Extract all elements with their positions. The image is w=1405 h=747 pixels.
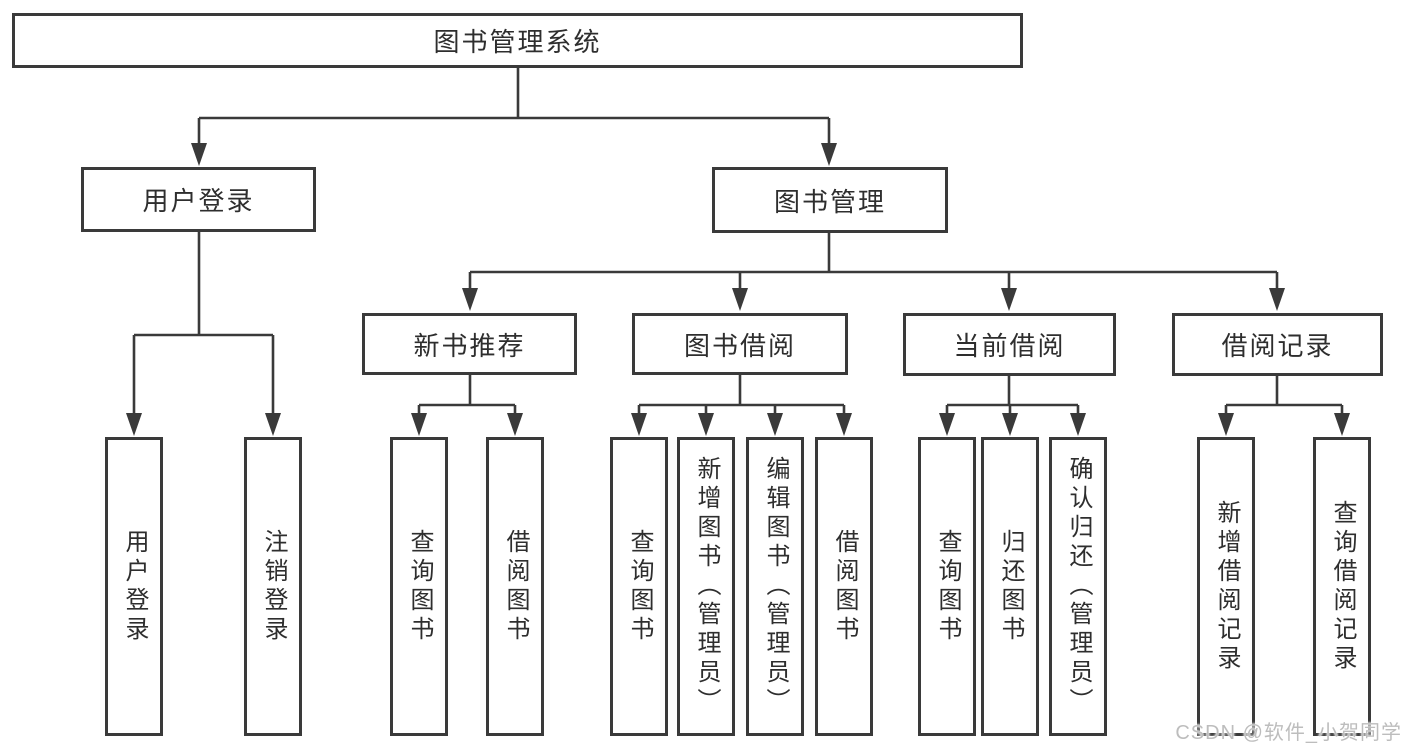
leaf-confirm-return-admin: 确认归还（管理员） xyxy=(1049,437,1107,736)
leaf-current-query-books: 查询图书 xyxy=(918,437,976,736)
leaf-add-borrow-record: 新增借阅记录 xyxy=(1197,437,1255,736)
node-new-book-recommend: 新书推荐 xyxy=(362,313,577,375)
leaf-recommend-query-books: 查询图书 xyxy=(390,437,448,736)
node-current-borrow: 当前借阅 xyxy=(903,313,1116,376)
leaf-recommend-borrow-books: 借阅图书 xyxy=(486,437,544,736)
connector-recommend-to-leaves xyxy=(411,375,523,436)
connector-current-to-leaves xyxy=(939,376,1086,436)
leaf-query-borrow-record: 查询借阅记录 xyxy=(1313,437,1371,736)
connector-root-to-level1 xyxy=(191,68,837,166)
leaf-user-login: 用户登录 xyxy=(105,437,163,736)
leaf-borrow-query-books: 查询图书 xyxy=(610,437,668,736)
csdn-watermark: CSDN @软件_小贺同学 xyxy=(1175,722,1402,744)
leaf-edit-book-admin: 编辑图书（管理员） xyxy=(746,437,804,736)
leaf-return-book: 归还图书 xyxy=(981,437,1039,736)
connector-login-to-leaves xyxy=(126,232,281,436)
connector-borrow-to-leaves xyxy=(631,375,852,436)
node-book-borrow: 图书借阅 xyxy=(632,313,848,375)
connector-manage-to-level2 xyxy=(462,233,1285,311)
connector-records-to-leaves xyxy=(1218,376,1350,436)
node-book-manage: 图书管理 xyxy=(712,167,948,233)
node-user-login: 用户登录 xyxy=(81,167,316,232)
node-borrow-records: 借阅记录 xyxy=(1172,313,1383,376)
leaf-borrow-books: 借阅图书 xyxy=(815,437,873,736)
leaf-add-book-admin: 新增图书（管理员） xyxy=(677,437,735,736)
node-root-system: 图书管理系统 xyxy=(12,13,1023,68)
leaf-logout: 注销登录 xyxy=(244,437,302,736)
